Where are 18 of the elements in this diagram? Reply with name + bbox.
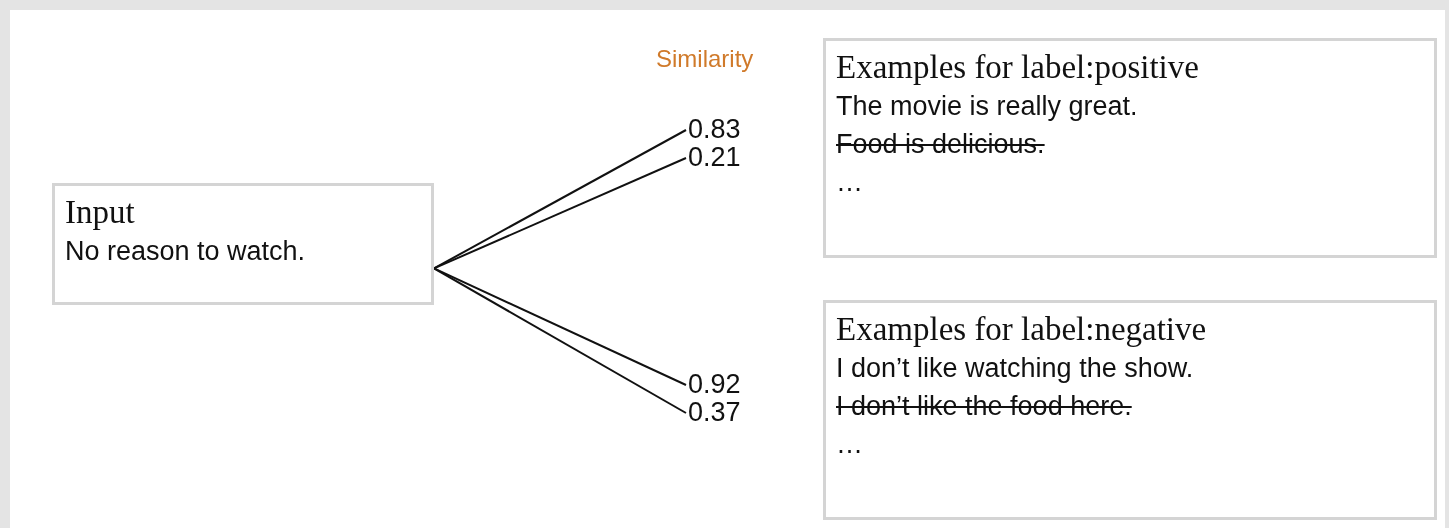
column-heading: Similarity	[656, 45, 754, 73]
connector-line	[433, 129, 687, 270]
examples-box	[823, 38, 1437, 258]
example-text: No reason to watch.	[65, 235, 307, 268]
connector-line	[433, 267, 687, 414]
examples-box	[823, 300, 1437, 520]
struck-example-text: Food is delicious.	[836, 128, 1046, 161]
example-text: I don’t like watching the show.	[836, 352, 1195, 385]
box-heading: Input	[65, 193, 136, 232]
box-heading: Examples for label:negative	[836, 310, 1208, 349]
connector-line	[433, 267, 687, 386]
input-box	[52, 183, 434, 305]
ellipsis: …	[836, 166, 864, 199]
example-text: The movie is really great.	[836, 90, 1139, 123]
ellipsis: …	[836, 428, 864, 461]
connector-line	[433, 157, 687, 270]
struck-example-text: I don’t like the food here.	[836, 390, 1133, 423]
box-heading: Examples for label:positive	[836, 48, 1200, 87]
